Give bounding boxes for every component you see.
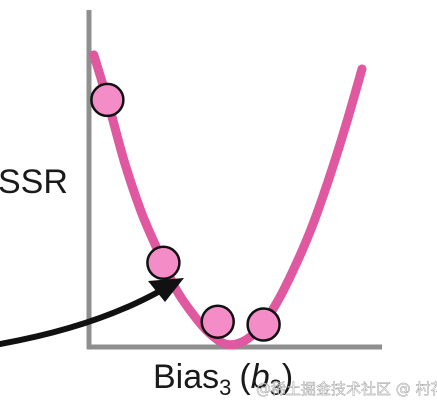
arrow-shaft — [0, 288, 163, 347]
data-point — [246, 307, 281, 342]
data-points — [90, 82, 281, 342]
data-point — [200, 304, 235, 339]
y-axis-label: SSR — [0, 163, 68, 201]
arrow-head — [148, 278, 184, 302]
annotation-arrow — [0, 278, 184, 347]
data-point — [146, 245, 181, 281]
ssr-curve — [89, 50, 367, 350]
watermark: @稀土掘金技术社区 @ 村花小丽 — [256, 380, 437, 398]
data-point — [90, 82, 125, 118]
x-axis-label: Bias3(b3) — [153, 358, 293, 400]
